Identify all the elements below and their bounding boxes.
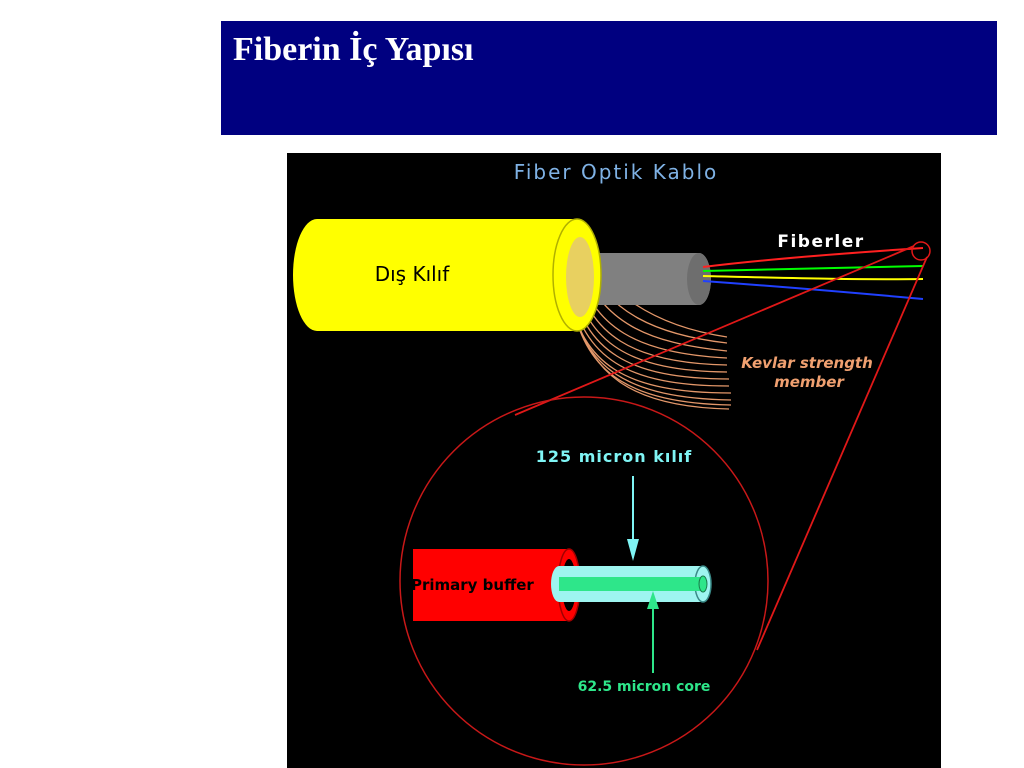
core: [559, 577, 703, 591]
inner-tube: [584, 253, 711, 305]
inner-tube-end: [687, 253, 711, 305]
zoom-line-right: [756, 256, 928, 651]
zoom-detail-circle: [399, 396, 769, 766]
primary-buffer: [413, 549, 580, 621]
outer-jacket-opening: [566, 237, 594, 317]
zoom-origin-marker: [911, 241, 931, 261]
core-end: [698, 575, 708, 593]
slide-title: Fiberin İç Yapısı: [233, 31, 474, 68]
fibers: [702, 247, 924, 300]
cladding-label: 125 micron kılıf: [536, 447, 693, 466]
fiber-optic-cable-diagram: Fiber Optik Kablo Dış Kılıf: [287, 153, 941, 768]
kevlar-label-line1: Kevlar strength: [741, 354, 873, 372]
primary-buffer-label: Primary buffer: [411, 576, 534, 594]
title-bar: Fiberin İç Yapısı: [221, 21, 997, 135]
core-label: 62.5 micron core: [578, 679, 711, 695]
diagram-heading: Fiber Optik Kablo: [514, 160, 718, 184]
outer-jacket-label: Dış Kılıf: [375, 262, 451, 286]
diagram-canvas: Fiber Optik Kablo Dış Kılıf: [293, 160, 931, 766]
cladding-arrow-head: [627, 539, 639, 561]
core-arrow-head: [647, 591, 659, 609]
kevlar-label-line2: member: [774, 373, 845, 391]
fibers-label: Fiberler: [777, 232, 864, 252]
zoom-line-left: [514, 245, 915, 416]
outer-jacket: [293, 219, 601, 331]
